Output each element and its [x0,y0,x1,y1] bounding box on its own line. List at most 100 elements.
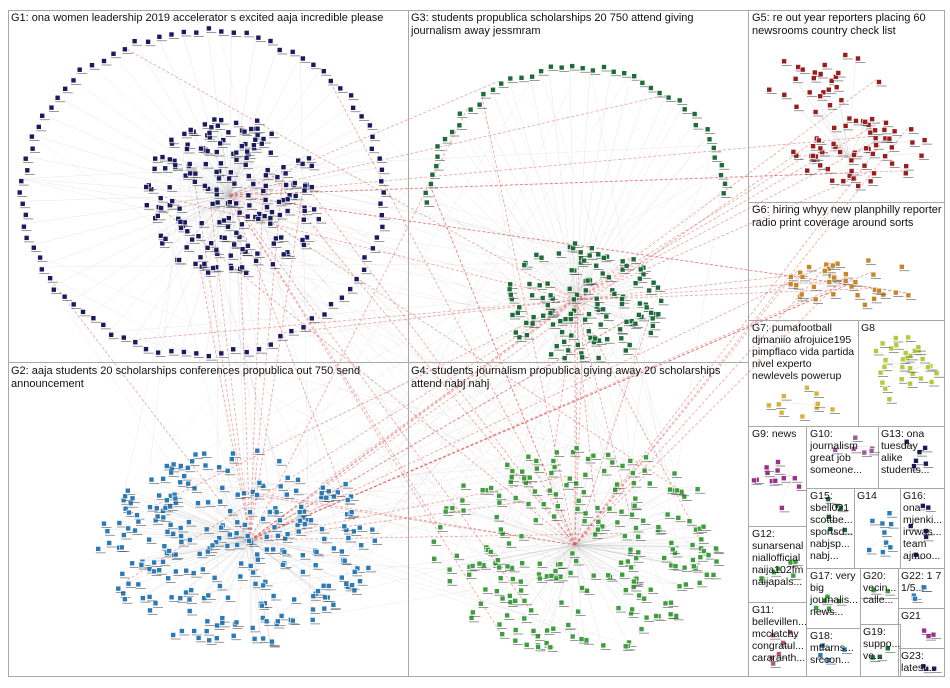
node-g4 [430,538,437,545]
edge [776,401,815,406]
node-g4 [697,554,704,561]
edge [781,58,850,159]
node-g1 [261,213,268,219]
node-g2 [214,635,220,642]
node-g3 [536,282,543,289]
node-g1 [172,162,179,168]
node-g1 [221,235,228,241]
edge [201,172,719,452]
edge [428,181,576,301]
node-g5 [781,58,787,65]
edge [449,129,576,301]
node-g5 [781,92,788,98]
edge [18,178,649,331]
edge [206,25,231,196]
node-g1 [248,126,254,132]
edge [201,539,251,596]
node-g2 [219,484,226,491]
node-g2 [345,535,352,541]
node-g4 [664,511,671,518]
edge [164,529,251,541]
edge [574,544,634,556]
node-g1 [227,199,233,205]
edge [574,544,585,589]
edge [229,47,278,196]
edge [574,511,666,546]
node-g1 [90,315,97,322]
node-g2 [310,606,316,613]
node-g5 [863,145,869,152]
node-g1 [327,78,334,84]
node-g2 [260,483,266,489]
node-g2 [351,569,358,575]
node-g15 [825,496,831,503]
node-g3 [553,343,560,349]
edge [574,299,656,312]
node-g3 [506,286,513,293]
node-g4 [633,555,640,562]
edge [249,539,281,549]
node-g1 [202,121,208,128]
node-g1 [214,199,221,206]
node-g14 [866,547,873,553]
node-g2 [186,519,192,525]
node-g1 [254,117,260,124]
node-g8 [900,356,906,363]
node-g6 [812,296,819,303]
node-g3 [561,355,568,361]
edge [476,102,576,301]
node-g3 [509,312,516,318]
node-g16 [923,528,929,534]
node-g2 [299,552,306,559]
group-box-g13 [878,426,945,489]
edge [574,540,669,546]
node-g7 [775,401,782,408]
node-g4 [521,475,528,482]
node-g4 [496,499,503,506]
node-g3 [623,263,630,269]
edge [229,194,340,296]
edge [339,136,708,576]
node-g1 [215,122,221,129]
edge [274,190,722,622]
node-g2 [270,593,277,599]
node-g1 [378,212,385,218]
node-g4 [487,548,494,555]
node-g4 [557,561,564,567]
node-g7 [778,409,785,416]
node-g6 [848,283,855,290]
edge [139,539,251,560]
node-g5 [815,137,822,144]
node-g4 [575,608,581,615]
node-g1 [50,286,57,293]
node-g3 [655,311,662,317]
edge [574,544,671,548]
node-g2 [224,543,231,549]
edge [249,539,359,543]
group-box-g22 [898,568,945,609]
node-g2 [357,578,363,585]
node-g1 [206,130,213,136]
node-g3 [586,252,593,259]
edge [574,527,656,546]
node-g2 [101,520,107,527]
node-g4 [625,558,631,565]
node-g3 [619,296,625,302]
node-g2 [160,514,167,521]
node-g1 [204,245,211,251]
node-g1 [198,145,204,152]
edge [574,544,712,573]
node-g2 [177,479,183,486]
node-g1 [233,230,240,236]
node-g17 [826,605,832,612]
node-g6 [829,262,836,269]
node-g16 [907,523,914,529]
node-g4 [519,468,526,475]
node-g8 [881,363,888,370]
node-g4 [633,525,639,531]
node-g20 [884,588,891,594]
node-g4 [689,542,696,548]
edge [574,278,586,546]
node-g2 [233,619,240,626]
node-g2 [234,542,240,548]
